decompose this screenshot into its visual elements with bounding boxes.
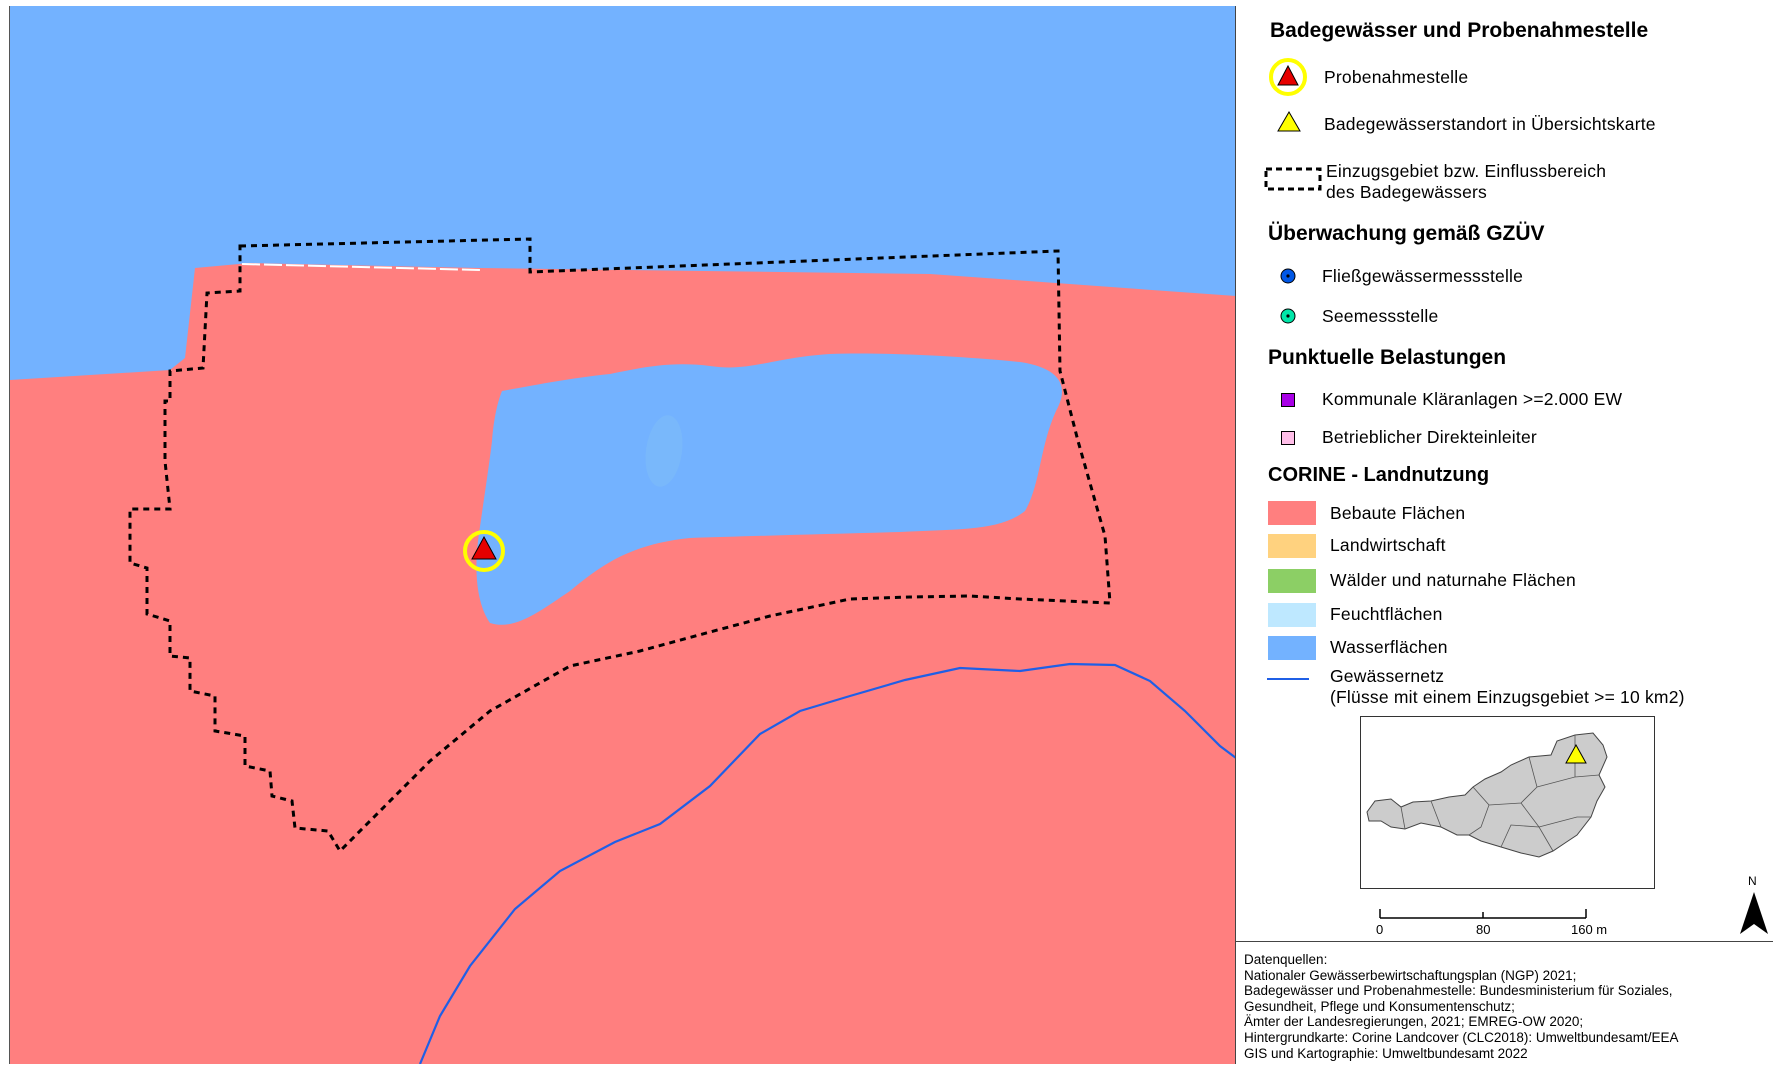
legend-land-use-1: Landwirtschaft (1330, 535, 1446, 555)
bathing-site-overview-icon (1277, 111, 1301, 132)
legend-heading-bathing: Badegewässer und Probenahmestelle (1270, 19, 1649, 42)
austria-outline (1366, 732, 1608, 858)
legend-river-station-label: Fließgewässermessstelle (1322, 266, 1524, 286)
legend-river-network-line1: Gewässernetz (1330, 666, 1445, 686)
legend-land-use-4: Wasserflächen (1330, 637, 1448, 657)
legend-sampling-site-label: Probenahmestelle (1324, 67, 1469, 87)
legend-heading-corine: CORINE - Landnutzung (1268, 464, 1490, 486)
scalebar (1379, 909, 1587, 919)
river-network-icon (1267, 678, 1309, 680)
scalebar-label-160: 160 m (1571, 922, 1608, 937)
catchment-boundary-icon (1264, 167, 1322, 191)
industrial-discharger-icon (1281, 431, 1295, 445)
sources-line-4: Ämter der Landesregierungen, 2021; EMREG… (1244, 1014, 1584, 1030)
swatch-wetland (1268, 603, 1316, 627)
sampling-site-icon (1269, 58, 1307, 96)
swatch-agriculture (1268, 534, 1316, 558)
legend-catchment-label: Einzugsgebiet bzw. Einflussbereich des B… (1326, 161, 1606, 203)
river-station-icon (1280, 268, 1296, 284)
lake-shallow-patch (645, 415, 683, 487)
legend-industrial-label: Betrieblicher Direkteinleiter (1322, 427, 1537, 447)
lake-water-area (476, 353, 1062, 625)
legend-heading-monitoring: Überwachung gemäß GZÜV (1268, 222, 1545, 245)
sources-line-6: GIS und Kartographie: Umweltbundesamt 20… (1244, 1045, 1528, 1061)
lake-station-icon (1280, 308, 1296, 324)
sources-line-5: Hintergrundkarte: Corine Landcover (CLC2… (1244, 1029, 1679, 1045)
austria-state-borders (1400, 735, 1600, 852)
legend-wwtp-label: Kommunale Kläranlagen >=2.000 EW (1322, 389, 1623, 409)
legend-land-use-3: Feuchtflächen (1330, 604, 1443, 624)
legend-catchment-line1: Einzugsgebiet bzw. Einflussbereich (1326, 161, 1607, 181)
legend-land-use-2: Wälder und naturnahe Flächen (1330, 570, 1576, 590)
river-line (418, 662, 1236, 1064)
legend-river-network-line2: (Flüsse mit einem Einzugsgebiet >= 10 km… (1330, 687, 1685, 707)
sources-line-1: Nationaler Gewässerbewirtschaftungsplan … (1244, 967, 1577, 983)
white-boundary-segment (241, 263, 481, 271)
legend-river-network-label: Gewässernetz (Flüsse mit einem Einzugsge… (1330, 666, 1685, 708)
map-canvas[interactable] (9, 6, 1236, 1064)
sampling-site-marker[interactable] (463, 530, 505, 572)
sources-line-2: Badegewässer und Probenahmestelle: Bunde… (1244, 983, 1673, 999)
swatch-forest (1268, 569, 1316, 593)
swatch-built-up (1268, 501, 1316, 525)
data-sources-panel: Datenquellen: Nationaler Gewässerbewirts… (1235, 941, 1773, 1064)
legend-heading-point-sources: Punktuelle Belastungen (1268, 346, 1507, 369)
scalebar-label-0: 0 (1376, 922, 1384, 937)
legend-bathing-site-label: Badegewässerstandort in Übersichtskarte (1324, 114, 1656, 134)
north-arrow-label: N (1748, 874, 1757, 888)
overview-location-icon (1565, 743, 1587, 764)
overview-map (1360, 716, 1655, 889)
north-arrow-icon: N (1734, 874, 1774, 936)
legend-catchment-line2: des Badegewässers (1326, 182, 1487, 202)
sources-line-3: Gesundheit, Pflege und Konsumentenschutz… (1244, 998, 1515, 1014)
legend-panel: Badegewässer und Probenahmestelle Proben… (1235, 6, 1774, 941)
legend-lake-station-label: Seemessstelle (1322, 306, 1439, 326)
swatch-water (1268, 636, 1316, 660)
legend-land-use-0: Bebaute Flächen (1330, 503, 1466, 523)
wwtp-icon (1281, 393, 1295, 407)
catchment-boundary (128, 237, 1112, 854)
sources-line-0: Datenquellen: (1244, 952, 1328, 967)
scalebar-label-80: 80 (1476, 922, 1491, 937)
